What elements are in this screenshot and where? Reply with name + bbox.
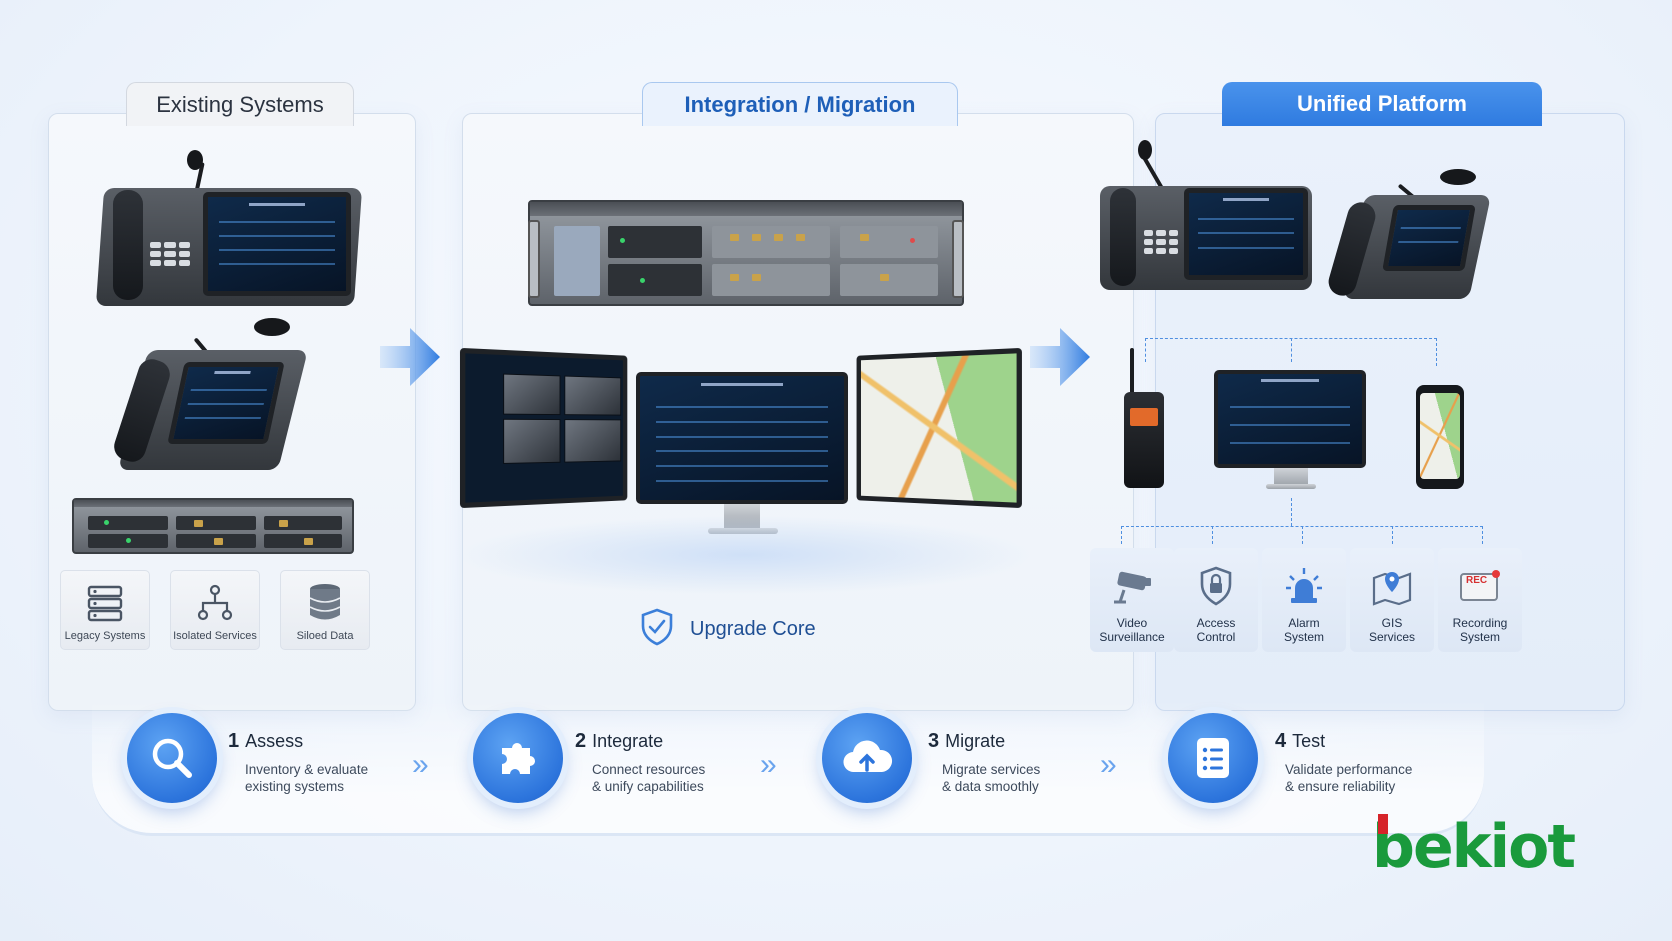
two-way-radio	[1124, 348, 1166, 490]
step-number: 2	[575, 730, 587, 752]
dispatch-console-monitor	[636, 372, 848, 504]
step-integrate-desc: Connect resources & unify capabilities	[592, 762, 706, 794]
step-label: Assess	[245, 731, 304, 751]
logo-accent	[1378, 814, 1388, 834]
step-label: Migrate	[945, 731, 1006, 751]
legacy-rack-server	[72, 498, 354, 554]
bekiot-logo: bekiot	[1372, 812, 1576, 882]
connector-line	[1302, 526, 1303, 544]
desk-console-phone	[95, 150, 365, 325]
video-wall-monitor	[459, 347, 628, 509]
arrow-right-icon	[380, 328, 440, 386]
connector-line	[1291, 498, 1292, 526]
connector-line	[1212, 526, 1213, 544]
service-label: Alarm System	[1283, 616, 1324, 644]
existing-systems-title: Existing Systems	[126, 82, 354, 126]
step-chevron: »	[1100, 748, 1116, 781]
alarm-system-service: Alarm System	[1262, 548, 1346, 652]
connector-line	[1436, 338, 1437, 366]
checklist-icon	[1197, 738, 1229, 778]
puzzle-icon	[502, 742, 535, 774]
step-migrate-desc: Migrate services & data smoothly	[942, 762, 1041, 794]
siloed-data-tile: Siloed Data	[280, 570, 370, 650]
step-migrate-icon-circle	[822, 713, 912, 803]
service-label: GIS Services	[1368, 616, 1415, 644]
desk-console-phone	[1096, 140, 1316, 300]
network-tree-icon	[197, 584, 233, 621]
ip-desk-phone	[1325, 165, 1492, 305]
server-stack-icon	[87, 585, 123, 622]
unified-platform-title: Unified Platform	[1222, 82, 1542, 126]
step-label: Test	[1292, 731, 1326, 751]
tile-label: Siloed Data	[296, 630, 354, 642]
ip-desk-phone	[98, 318, 308, 478]
core-rack-server	[528, 200, 964, 306]
step-chevron: »	[760, 748, 776, 781]
step-label: Integrate	[592, 731, 664, 751]
step-integrate-icon-circle	[473, 713, 563, 803]
legacy-systems-tile: Legacy Systems	[60, 570, 150, 650]
connector-line	[1145, 338, 1146, 362]
step-number: 1	[228, 730, 240, 752]
connector-line	[1291, 338, 1292, 362]
connector-line	[1121, 526, 1122, 544]
shield-check-icon	[641, 608, 673, 646]
upgrade-core-label: Upgrade Core	[690, 618, 816, 640]
connector-line	[1392, 526, 1393, 544]
lock-shield-icon	[1200, 566, 1232, 606]
steps-bar	[92, 700, 1484, 836]
step-test-desc: Validate performance & ensure reliabilit…	[1285, 762, 1413, 794]
step-assess-icon-circle	[127, 713, 217, 803]
monitor-stand-base	[1266, 484, 1316, 489]
isolated-services-tile: Isolated Services	[170, 570, 260, 650]
cctv-camera-icon	[1114, 571, 1151, 604]
database-icon	[309, 584, 341, 620]
service-label: Access Control	[1196, 616, 1236, 644]
step-test-icon-circle	[1168, 713, 1258, 803]
tile-label: Legacy Systems	[64, 630, 146, 642]
service-label: Video Surveillance	[1099, 616, 1165, 644]
map-pin-icon	[1372, 572, 1412, 606]
rec-badge: REC	[1466, 575, 1488, 586]
integration-title: Integration / Migration	[642, 82, 958, 126]
step-number: 4	[1275, 730, 1287, 752]
video-surveillance-service: Video Surveillance	[1090, 548, 1174, 652]
monitor-stand	[1274, 468, 1308, 486]
arrow-right-icon	[1030, 328, 1090, 386]
service-label: Recording System	[1452, 616, 1508, 644]
logo-text: bekiot	[1372, 812, 1576, 882]
cloud-upload-icon	[843, 740, 893, 773]
recording-system-service: REC Recording System	[1438, 548, 1522, 652]
step-chevron: »	[412, 748, 428, 781]
access-control-service: Access Control	[1174, 548, 1258, 652]
gis-map-monitor	[856, 347, 1022, 509]
magnifier-icon	[152, 738, 192, 778]
rec-icon	[1460, 570, 1500, 601]
connector-line	[1482, 526, 1483, 544]
step-number: 3	[928, 730, 940, 752]
tile-label: Isolated Services	[173, 630, 257, 642]
desktop-monitor	[1214, 370, 1366, 468]
platform-glow	[455, 515, 1035, 595]
alarm-beacon-icon	[1286, 568, 1322, 603]
gis-services-service: GIS Services	[1350, 548, 1434, 652]
smartphone	[1416, 385, 1464, 489]
step-assess-desc: Inventory & evaluate existing systems	[245, 762, 369, 794]
